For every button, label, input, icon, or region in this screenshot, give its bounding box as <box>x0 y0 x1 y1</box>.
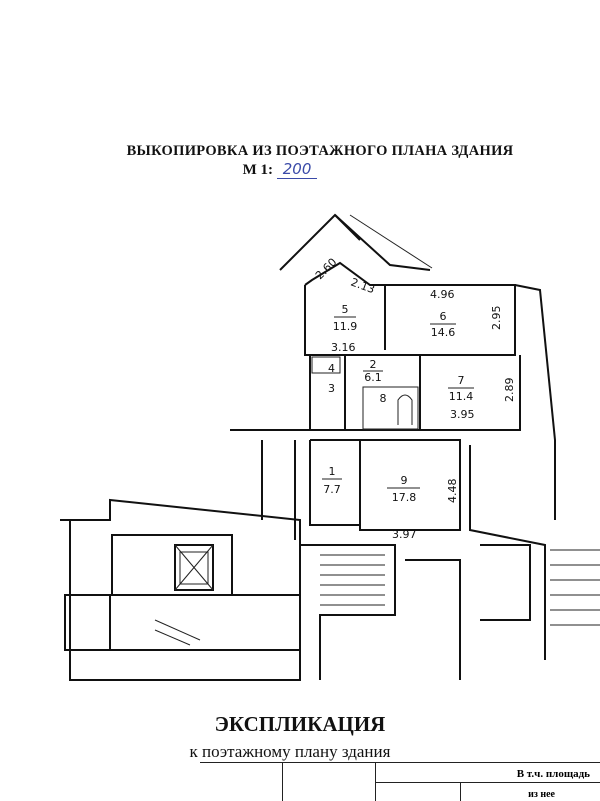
dim-395: 3.95 <box>450 408 475 421</box>
scale-label: М 1: <box>242 162 273 178</box>
room-2-area: 6.1 <box>364 371 382 384</box>
dimension-labels: 2.60 2.13 4.96 2.95 3.16 2.89 3.95 4.48 … <box>313 256 516 541</box>
room-1-number: 1 <box>329 465 336 478</box>
dim-260: 2.60 <box>313 256 340 283</box>
dim-496: 4.96 <box>430 288 455 301</box>
explication-subtitle: к поэтажному плану здания <box>189 742 391 761</box>
dim-295: 2.95 <box>490 306 503 331</box>
table-divider <box>460 782 461 801</box>
room-8-number: 8 <box>380 392 387 405</box>
room-7-number: 7 <box>458 374 465 387</box>
room-5-number: 5 <box>342 303 349 316</box>
explication-title: ЭКСПЛИКАЦИЯ <box>214 712 386 736</box>
room-5-area: 11.9 <box>333 320 358 333</box>
room-1-area: 7.7 <box>323 483 341 496</box>
explication-table: В т.ч. площадь из нее <box>200 762 600 801</box>
table-header: В т.ч. площадь <box>516 768 590 780</box>
room-6-area: 14.6 <box>431 326 456 339</box>
room-7-area: 11.4 <box>449 390 474 403</box>
table-divider <box>282 763 283 801</box>
dim-213: 2.13 <box>349 276 376 297</box>
scale-value: 200 <box>276 160 318 179</box>
dim-397: 3.97 <box>392 528 417 541</box>
document-title: ВЫКОПИРОВКА ИЗ ПОЭТАЖНОГО ПЛАНА ЗДАНИЯ <box>126 143 514 159</box>
dim-289: 2.89 <box>503 378 516 403</box>
room-9-number: 9 <box>401 474 408 487</box>
walls <box>60 213 600 681</box>
room-4-number: 4 <box>328 362 335 375</box>
room-9-area: 17.8 <box>392 491 417 504</box>
room-2-number: 2 <box>370 358 377 371</box>
room-3-number: 3 <box>328 382 335 395</box>
table-divider <box>375 782 600 783</box>
dim-316: 3.16 <box>331 341 356 354</box>
scale-line: М 1: 200 <box>0 160 580 179</box>
room-labels: 5 11.9 6 14.6 2 6.1 7 11.4 1 7.7 9 17.8 … <box>322 303 474 504</box>
room-6-number: 6 <box>440 310 447 323</box>
dim-448: 4.48 <box>446 479 459 504</box>
table-subheader: из нее <box>528 789 555 800</box>
